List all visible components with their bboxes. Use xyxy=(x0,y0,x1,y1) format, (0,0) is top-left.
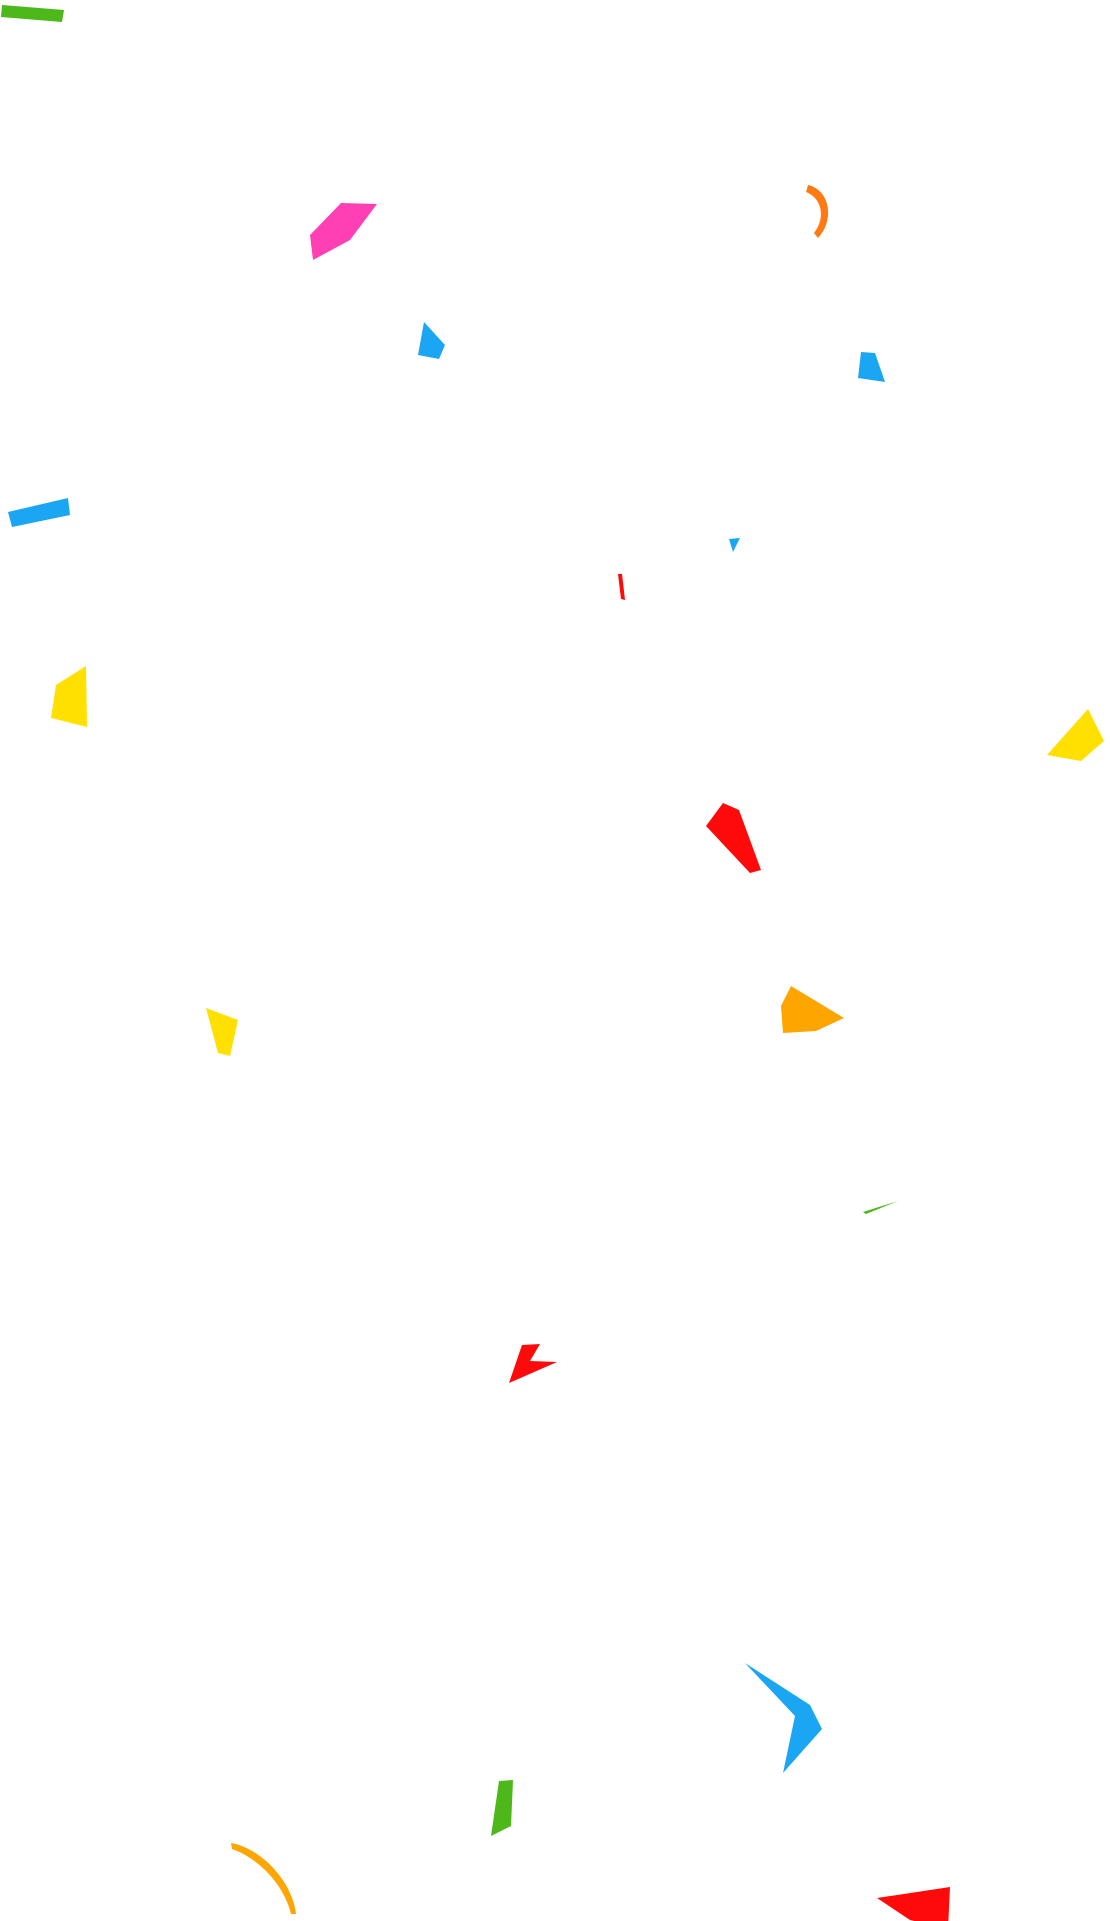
confetti-amber-quad xyxy=(781,986,844,1033)
confetti-pink-quad xyxy=(310,203,377,260)
confetti-blue-strip xyxy=(8,498,70,527)
confetti-yellow-quad xyxy=(206,1008,238,1056)
confetti-orange-curl xyxy=(806,185,829,238)
confetti-yellow-quad xyxy=(1047,709,1104,761)
confetti-blue-chevron xyxy=(745,1663,822,1773)
confetti-green-quad xyxy=(491,1780,513,1836)
confetti-red-quad xyxy=(706,803,761,873)
confetti-blue-sliver xyxy=(729,538,740,552)
confetti-green-sliver xyxy=(863,1201,898,1214)
confetti-amber-curl xyxy=(231,1843,296,1914)
confetti-red-sliver xyxy=(618,574,625,600)
confetti-red-chevron xyxy=(509,1344,557,1383)
confetti-yellow-quad xyxy=(51,666,87,727)
confetti-blue-tri xyxy=(858,352,885,382)
confetti-red-quad xyxy=(877,1887,950,1921)
confetti-blue-quad xyxy=(418,322,445,359)
confetti-green-strip xyxy=(1,5,64,22)
